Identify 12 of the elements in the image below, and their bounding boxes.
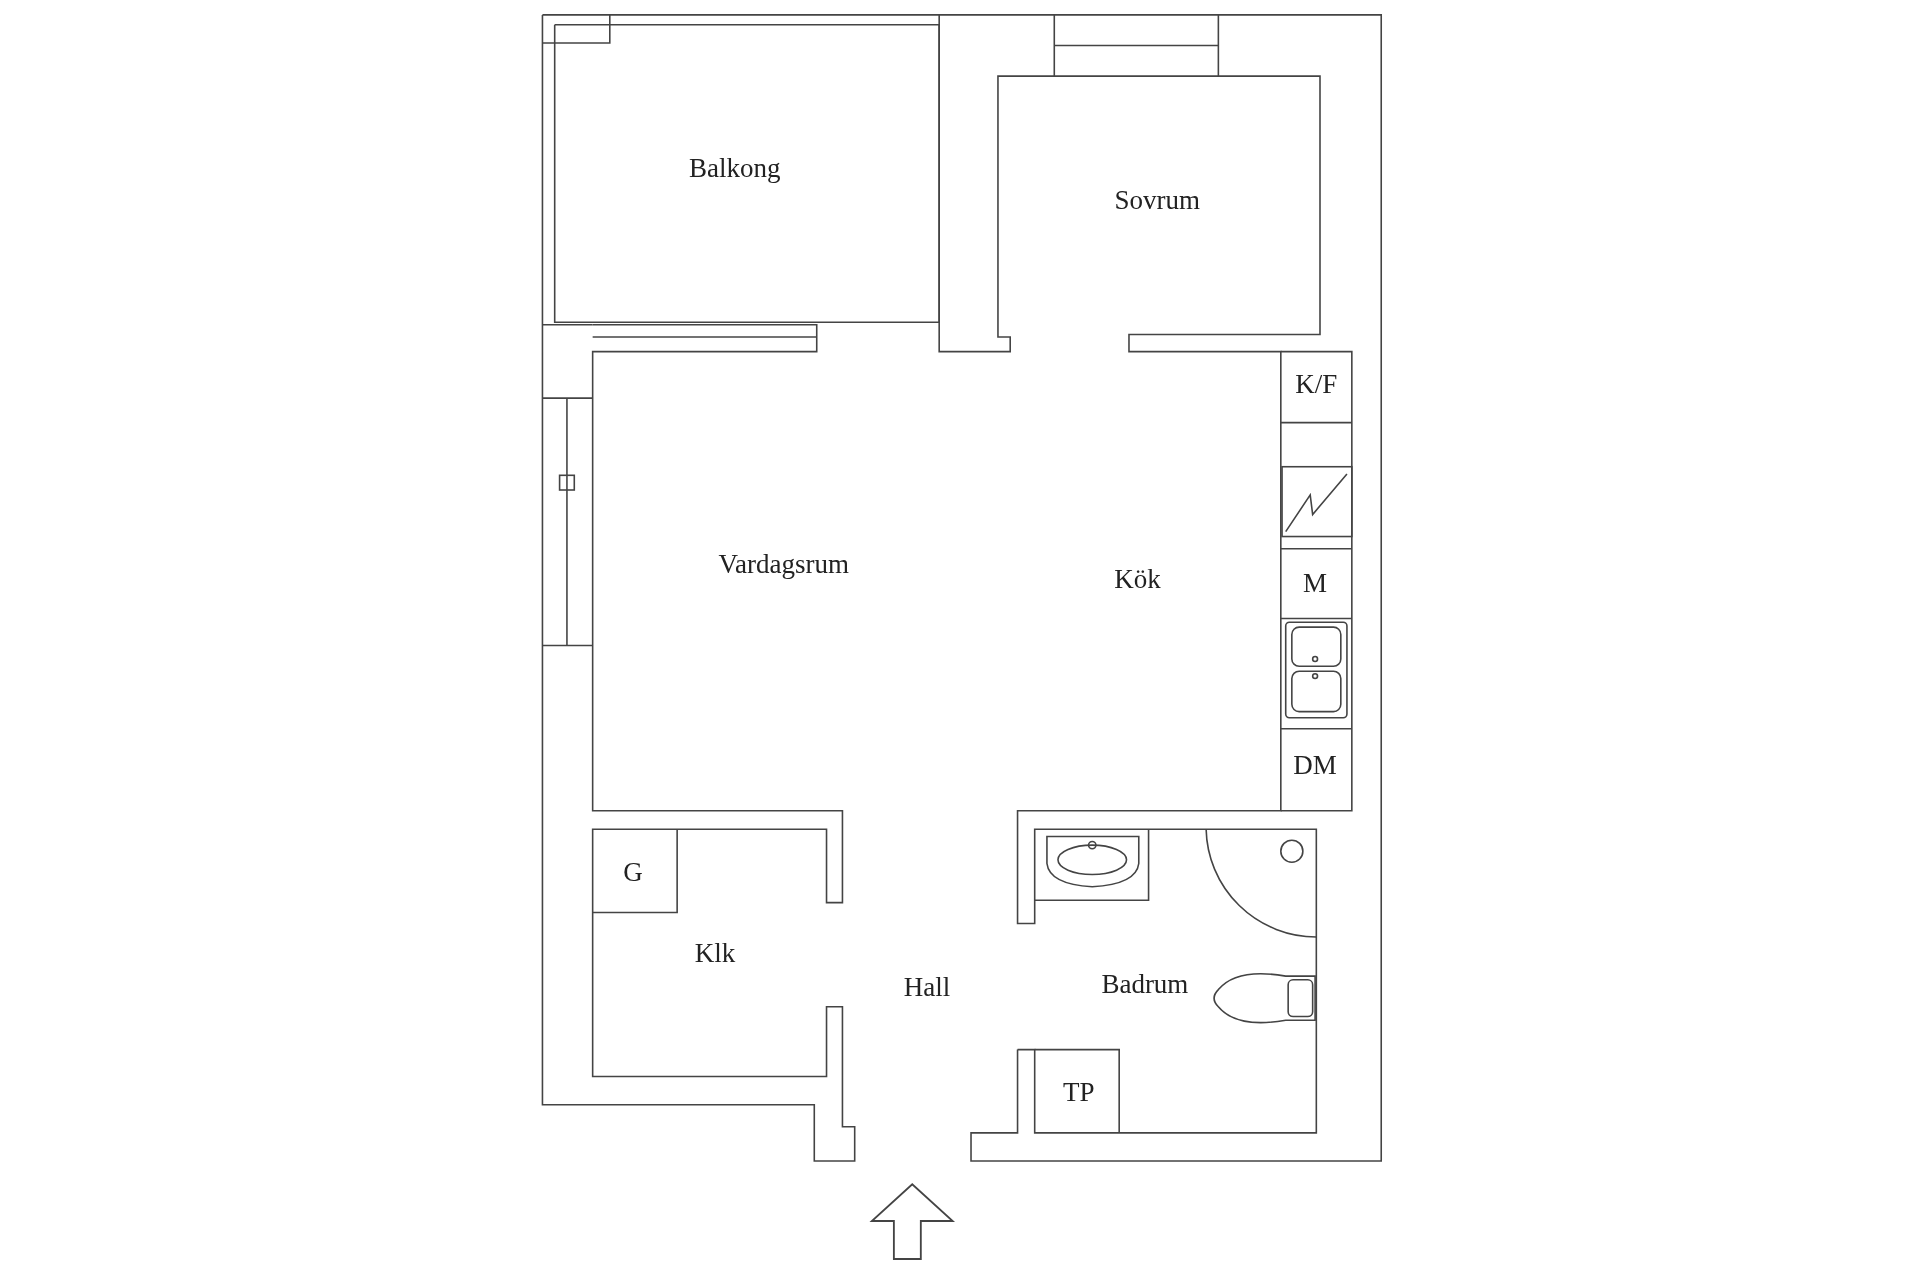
room-label: Badrum	[1101, 971, 1189, 998]
appliance-label: M	[1303, 569, 1328, 597]
closet-label: G	[623, 858, 643, 886]
room-label: Balkong	[688, 154, 781, 182]
room-label: Vardagsrum	[718, 551, 849, 578]
room-label: Sovrum	[1114, 186, 1200, 214]
room-label: Hall	[903, 973, 951, 1001]
room-label: Klk	[694, 939, 736, 967]
room-label: Kök	[1114, 565, 1161, 593]
appliance-label: TP	[1063, 1078, 1095, 1106]
appliance-label: K/F	[1295, 371, 1338, 398]
appliance-label: DM	[1293, 751, 1337, 779]
